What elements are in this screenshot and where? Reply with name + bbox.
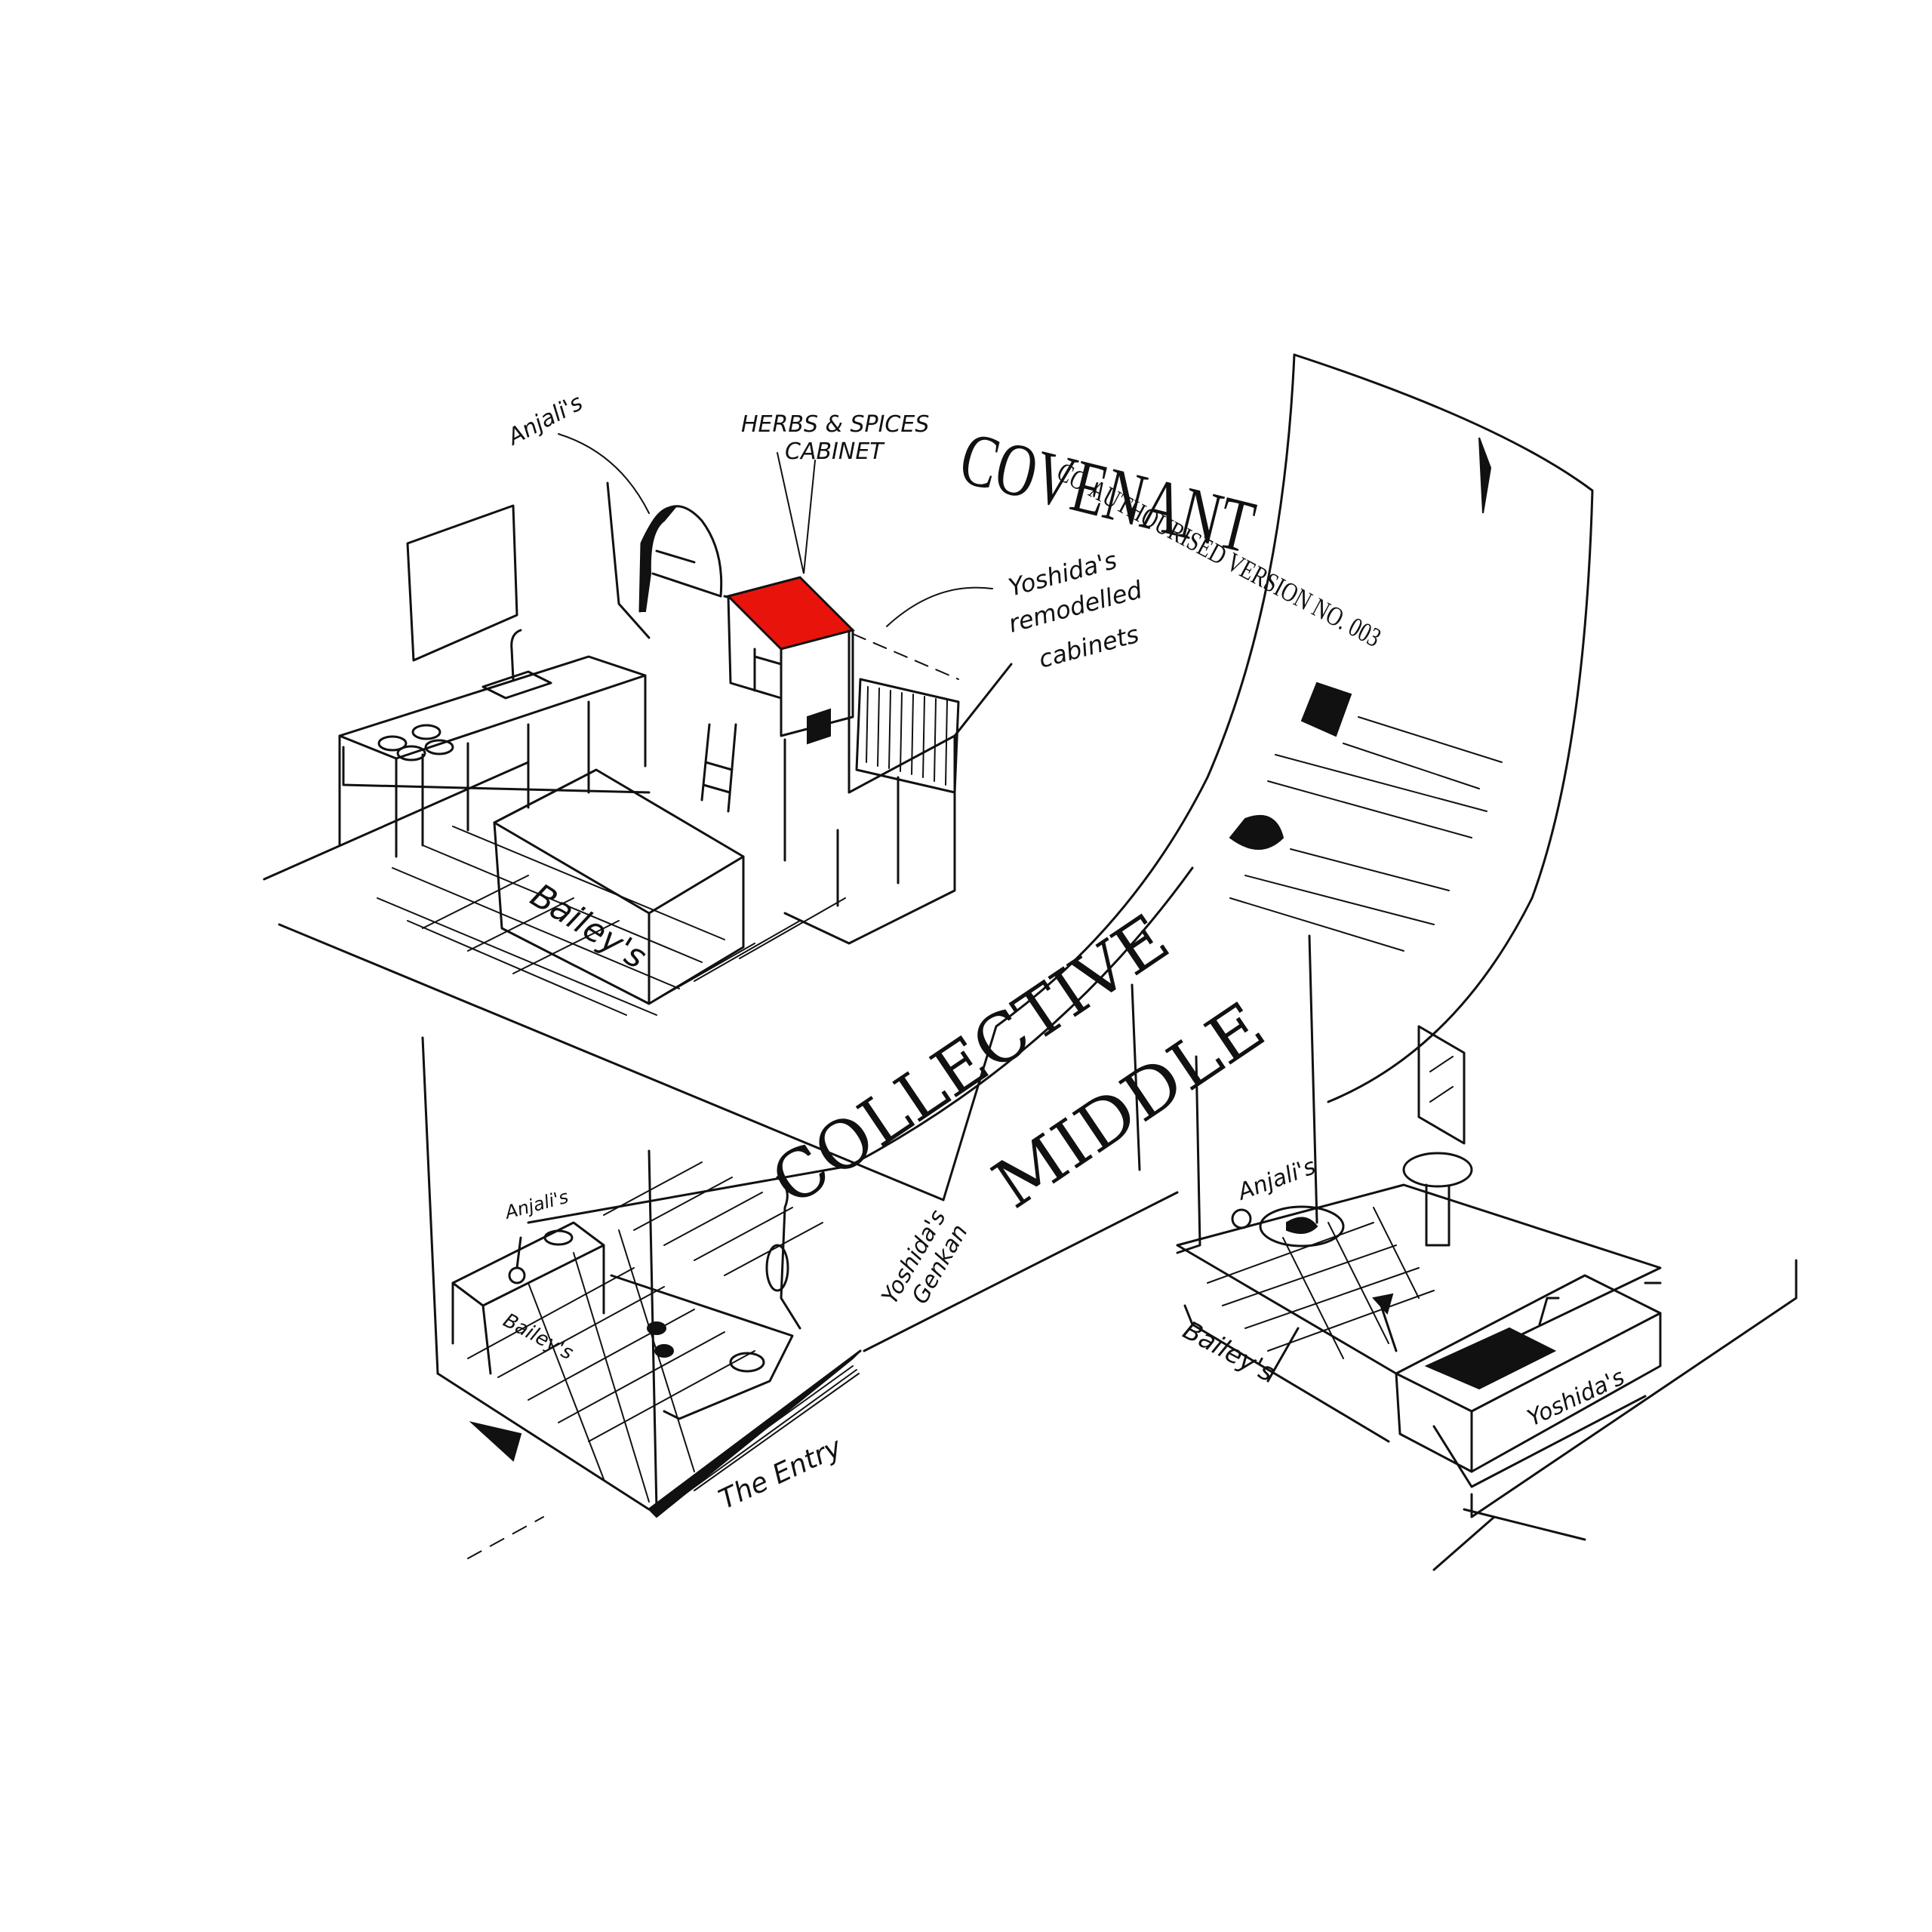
bath-floor	[1176, 1183, 1662, 1375]
label-anjali-kitchen: Anjali's	[503, 389, 588, 451]
clause-line-3	[1275, 754, 1487, 812]
entry-cup	[508, 1266, 526, 1284]
bath-tiles-a	[1207, 1222, 1435, 1352]
figure-torso	[765, 1244, 789, 1292]
burner-2	[411, 724, 441, 740]
clause-line-5	[1290, 848, 1450, 891]
step-ladder	[700, 723, 737, 813]
entry-mat	[729, 1352, 765, 1373]
genkan-step	[610, 1274, 794, 1420]
scroll-notch	[1478, 437, 1492, 514]
collective-text: COLLECTIVE	[758, 899, 1183, 1220]
island-body	[493, 821, 745, 1005]
toilet-hole	[1286, 1217, 1318, 1234]
brush-handle	[1380, 1304, 1398, 1352]
toilet-roll	[1231, 1208, 1252, 1229]
bath-lower-edge	[1432, 1281, 1662, 1488]
entry-stripes	[603, 1161, 823, 1276]
arch-shadow	[638, 506, 677, 612]
label-bailey-island: Bailey's	[524, 876, 653, 977]
clause-line-2	[1343, 743, 1480, 789]
corridor-lower-edge-left	[527, 1164, 851, 1224]
arch-shelves	[651, 549, 722, 598]
label-anjali-bath: Anjali's	[1233, 1153, 1319, 1206]
burner-3	[396, 745, 426, 761]
remodelled-cabinet-panel	[855, 678, 960, 794]
entry-cabinet-top	[451, 1221, 605, 1307]
shoe-2	[654, 1344, 674, 1358]
clause-icon-2	[1229, 815, 1284, 850]
bathtub-body	[1395, 1312, 1662, 1473]
kitchen-back-wall-line	[606, 481, 651, 639]
label-herbs-line2: CABINET	[785, 438, 885, 465]
bath-sink	[1402, 1152, 1473, 1188]
scroll-right-edge	[1293, 353, 1594, 1103]
genkan-hatch	[663, 1365, 860, 1503]
bath-extra-lines	[1266, 1259, 1798, 1571]
label-bailey-entry: Bailey's	[500, 1309, 577, 1365]
entry-tiles-a	[467, 1267, 755, 1442]
figure-body	[776, 1176, 801, 1330]
tap	[510, 629, 522, 681]
bath-tiles-b	[1282, 1207, 1420, 1359]
squat-toilet	[1259, 1205, 1345, 1247]
remodelled-cabinet-stripes	[866, 686, 948, 786]
sink	[481, 670, 552, 700]
bath-mirror	[1417, 1025, 1466, 1145]
leader-anjali	[558, 433, 650, 514]
bathroom-area: Anjali's Bailey's Yoshida's	[1176, 1025, 1798, 1571]
kitchen-floor-tiles-b	[422, 875, 846, 1004]
entry-dashed-line	[467, 1516, 544, 1559]
entry-bowl	[543, 1229, 574, 1246]
brush-head	[1372, 1293, 1394, 1315]
clause-line-6	[1244, 875, 1435, 925]
entry-cup-stick	[515, 1236, 522, 1269]
bath-front-edge	[1183, 1304, 1390, 1443]
burner-4	[424, 739, 454, 755]
entry-cabinet-body	[451, 1244, 605, 1375]
label-herbs-line1: HERBS & SPICES	[741, 411, 929, 438]
corridor-posts	[1131, 934, 1318, 1224]
cabinet-shadow	[807, 708, 831, 745]
kitchen-back-floor	[342, 746, 651, 794]
sink-pedestal	[1425, 1183, 1451, 1247]
clause-line-4	[1267, 780, 1472, 838]
cabinet-doors	[421, 700, 590, 847]
herbs-cabinet-red-top	[726, 576, 855, 651]
counter-front	[338, 674, 647, 858]
corridor-lower-edge-right	[863, 1191, 1179, 1352]
bathwater-shadow	[1424, 1327, 1557, 1390]
right-cabinets	[723, 595, 956, 945]
leader-herbs	[777, 452, 816, 574]
leader-yoshida	[886, 586, 993, 627]
clause-line-1	[1358, 716, 1503, 763]
clause-icon-1	[1300, 681, 1352, 737]
counter-top	[338, 655, 647, 760]
burner-1	[377, 735, 408, 752]
kitchen-window	[406, 504, 518, 662]
right-cabinet-doors	[836, 776, 900, 907]
bath-tap	[1538, 1297, 1560, 1326]
herbs-cabinet-door	[753, 648, 783, 692]
corridor-upper-edge	[278, 923, 945, 1201]
mirror-glint	[1429, 1056, 1454, 1103]
label-bailey-bath: Bailey's	[1178, 1315, 1280, 1389]
right-wall-top	[953, 663, 1013, 737]
clause-line-7	[1229, 897, 1404, 952]
shoe-1	[647, 1321, 666, 1335]
entry-arrow	[469, 1421, 522, 1462]
scroll-left-edge	[942, 353, 1296, 1201]
dashed-guide	[852, 633, 959, 680]
scroll-inner-curve	[848, 866, 1194, 1168]
